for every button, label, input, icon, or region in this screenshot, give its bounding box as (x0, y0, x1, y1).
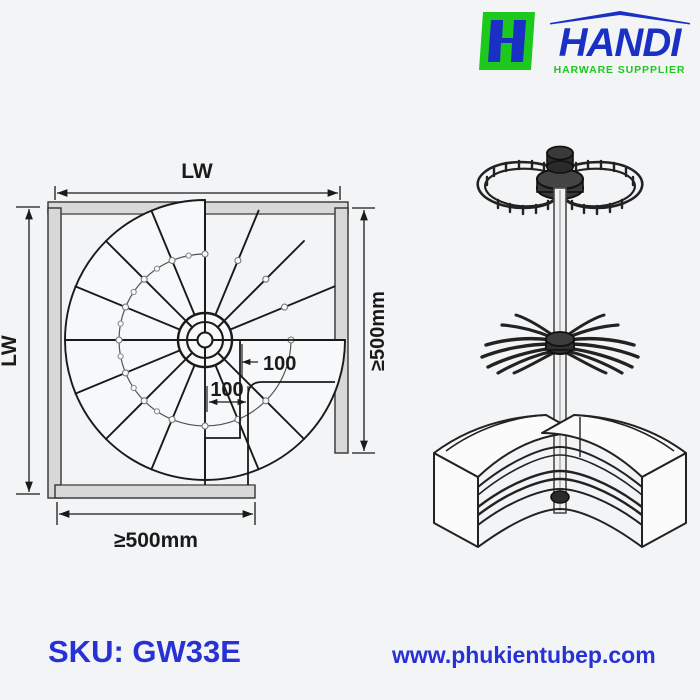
iso-cabinet-base (433, 414, 687, 548)
base-front-bottom-edge (477, 507, 643, 548)
base-right-top-face (541, 414, 687, 478)
plan-view-drawing: LW LW ≥500mm ≥500mm 100 (0, 160, 389, 552)
dimension-label-left: LW (0, 335, 21, 367)
cabinet-frame-right-bar (334, 207, 349, 454)
brand-name: HANDI (558, 21, 682, 65)
base-inner-lip-lower (477, 454, 643, 496)
base-back-wall-left (445, 414, 547, 452)
base-inner-lip-upper (477, 445, 643, 488)
iso-view-drawing (433, 145, 687, 548)
cutout-edge-inner (205, 339, 335, 439)
cabinet-frame-bottom-bar (54, 484, 256, 499)
roof-chevron-icon (549, 11, 690, 25)
base-back-wall-right (573, 414, 675, 452)
base-rail-2 (477, 477, 643, 516)
cabinet-frame (47, 201, 349, 499)
cabinet-frame-left-bar (47, 207, 62, 499)
dimension-inset-vertical-100: 100 (206, 379, 249, 412)
footer-bar: SKU: GW33E www.phukientubep.com (0, 624, 700, 700)
dimension-left-lw: LW (0, 206, 40, 495)
website-label[interactable]: www.phukientubep.com (392, 642, 656, 668)
shelf-screw-dots (115, 250, 295, 430)
shelf-center-hub (176, 311, 234, 369)
iso-top-basket (476, 145, 644, 216)
dimension-top-lw: LW (54, 160, 341, 200)
brand-wordmark: HANDI HARWARE SUPPPLIER (547, 8, 692, 76)
dimension-bottom-500: ≥500mm (56, 502, 256, 552)
dimension-label-bottom: ≥500mm (114, 529, 198, 552)
handi-logo-mark-icon (479, 12, 535, 70)
base-rail-3 (477, 487, 643, 526)
dimension-right-500: ≥500mm (352, 207, 389, 454)
dimension-label-right: ≥500mm (367, 291, 389, 371)
base-rail-1 (477, 469, 643, 508)
dimension-label-top: LW (181, 160, 213, 183)
carousel-shelf (64, 199, 346, 481)
sku-label: SKU: GW33E (48, 634, 241, 669)
brand-logo: HANDI HARWARE SUPPPLIER (477, 8, 692, 88)
dimension-inset-horizontal-100: 100 (241, 344, 296, 378)
brand-tagline: HARWARE SUPPPLIER (553, 64, 686, 77)
iso-lower-spoke-tier (480, 313, 640, 375)
dimension-label-inset-v: 100 (210, 379, 243, 401)
base-pivot-bearing (550, 490, 570, 504)
dimension-label-inset-h: 100 (263, 353, 296, 375)
